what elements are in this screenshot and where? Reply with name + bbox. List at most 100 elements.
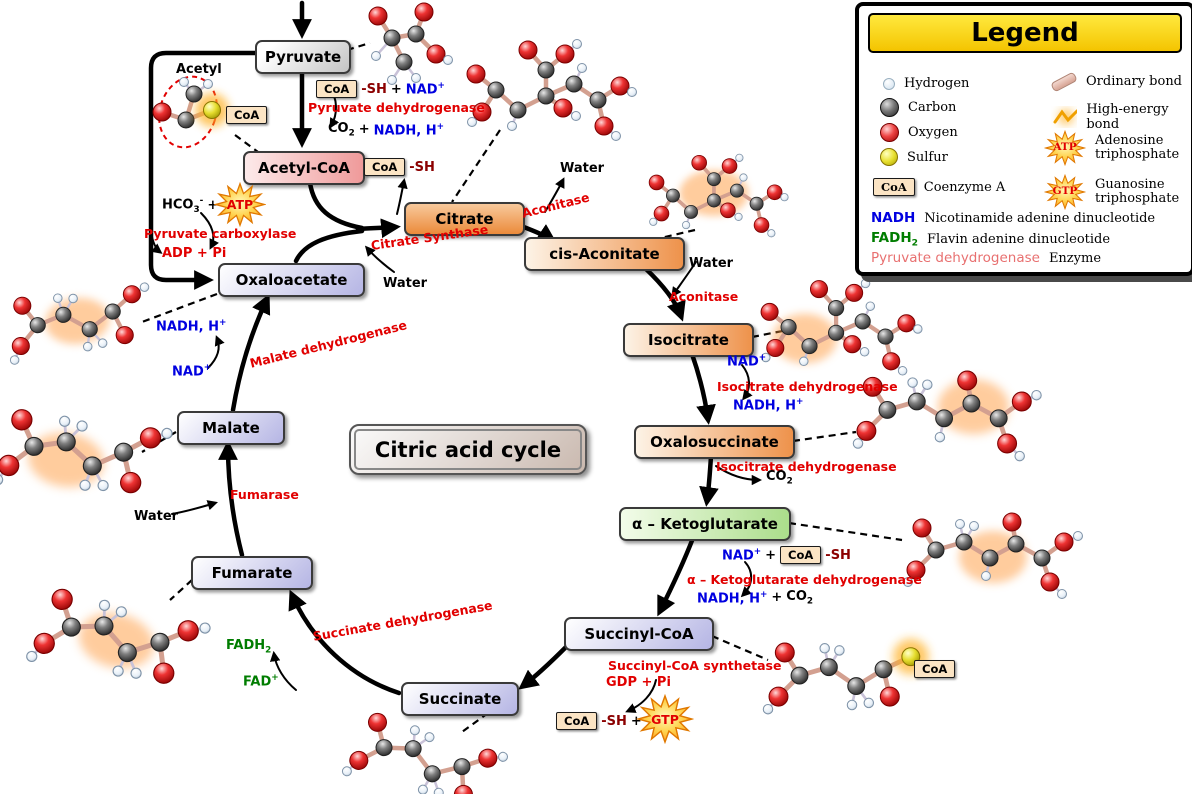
arrow-water-fumarase [171, 500, 218, 515]
legend-coa: CoA Coenzyme A [873, 178, 1005, 196]
molecule-citrate [466, 39, 637, 141]
metabolite-fumarate: Fumarate [191, 556, 313, 590]
metabolite-cis-aconitate: cis-Aconitate [524, 237, 685, 271]
legend-carbon: Carbon [880, 98, 956, 117]
ordinary-bond-icon [1050, 70, 1078, 93]
cofactor-fad: FAD+ [243, 673, 279, 690]
arrow-oxalosuccinate-ketoglutarate [699, 453, 719, 507]
molecule-malate [0, 409, 173, 494]
molecule-fumarate [26, 588, 211, 684]
molecule-succinyl-coa [762, 638, 929, 715]
hydrogen-atom-icon [883, 77, 895, 90]
legend-ordinary-bond: Ordinary bond [1050, 70, 1182, 93]
arrow-water-in-aconitase [671, 261, 697, 298]
molecule-succinate [341, 712, 509, 794]
cofactor-nad-malate: NAD+ [172, 363, 212, 380]
arrow-cisaconitate-isocitrate [642, 265, 686, 322]
arrow-carboxylase-cofactors [200, 212, 219, 250]
arrow-succinylcoa-succinate [518, 644, 569, 690]
gtp-burst-icon: GTP [1044, 174, 1086, 210]
legend-panel: Legend Hydrogen Carbon Oxygen Sulfur CoA… [855, 2, 1192, 276]
cofactor-co2-nadh: CO2 + NADH, H+ [328, 121, 445, 139]
metabolite-citrate: Citrate [404, 202, 525, 236]
legend-fadh2: FADH2 Flavin adenine dinucleotide [871, 230, 1111, 249]
arrow-fad-fadh2 [269, 650, 297, 691]
legend-oxygen: Oxygen [880, 123, 958, 142]
cofactor-fadh2: FADH2 [226, 638, 272, 656]
metabolite-isocitrate: Isocitrate [623, 323, 754, 357]
molecule-pyruvate [368, 2, 453, 85]
molecule-oxaloacetate [9, 282, 150, 365]
cofactor-nad-coa-sh: NAD+ + CoA-SH [722, 546, 851, 564]
cofactor-gdp-pi: GDP + Pi [606, 675, 671, 690]
cofactor-coa-sh-acetyl: CoA-SH [364, 158, 435, 176]
water-label-fumarase: Water [134, 509, 179, 524]
legend-sulfur: Sulfur [880, 148, 948, 166]
legend-hydrogen: Hydrogen [883, 76, 969, 91]
carbon-atom-icon [880, 98, 899, 117]
metabolite-pyruvate: Pyruvate [255, 40, 351, 74]
coa-chip-icon: CoA [873, 178, 915, 196]
enzyme-isocitrate-dehydrogenase-2: Isocitrate dehydrogenase [716, 459, 897, 474]
arrow-water-citrate-synthase [364, 245, 395, 273]
legend-high-energy-bond: High-energy bond [1051, 102, 1191, 132]
water-label-aconitase-in: Water [689, 256, 734, 271]
arrow-kgdh-cofactors [740, 561, 753, 598]
cofactor-coa-sh-gtp: CoA-SH + [556, 712, 642, 730]
legend-nadh: NADH Nicotinamide adenine dinucleotide [871, 210, 1156, 226]
arrow-coa-release [396, 177, 408, 215]
gtp-burst: GTP [636, 694, 694, 744]
metabolite-alpha-ketoglutarate: α – Ketoglutarate [619, 507, 791, 541]
coa-chip-succinylcoa-molecule: CoA [914, 660, 956, 678]
arrow-into-citrate [355, 218, 401, 239]
cofactor-nadh-isocitrate: NADH, H+ [733, 397, 804, 414]
enzyme-succinyl-coa-synthetase: Succinyl-CoA synthetase [608, 658, 782, 673]
arrow-fumarate-malate [218, 440, 245, 558]
arrow-gdp-gtp [625, 679, 657, 713]
legend-enzyme: Pyruvate dehydrogenase Enzyme [871, 250, 1102, 266]
metabolite-oxalosuccinate: Oxalosuccinate [634, 425, 795, 459]
cofactor-co2-idh: CO2 [766, 469, 793, 487]
enzyme-pyruvate-dehydrogenase: Pyruvate dehydrogenase [308, 100, 485, 115]
cofactor-hco3-atp: HCO3- + [162, 196, 219, 215]
arrow-mdh-cofactors [207, 335, 225, 369]
sulfur-atom-icon [880, 148, 898, 166]
molecule-alpha-ketoglutarate [903, 512, 1083, 599]
metabolite-malate: Malate [177, 411, 285, 445]
high-energy-bond-icon [1053, 109, 1078, 125]
arrow-pyruvate-carboxylase-path [148, 50, 259, 290]
arrow-succinate-fumarate [288, 589, 402, 696]
molecule-cis-aconitate [648, 153, 789, 238]
arrow-acetylcoa-feed [307, 180, 365, 231]
arrow-ketoglutarate-succinylcoa [657, 535, 696, 617]
legend-title: Legend [868, 13, 1182, 53]
enzyme-aconitase-2: Aconitase [669, 289, 739, 304]
legend-gtp: GTP Guanosine triphosphate [1044, 174, 1181, 210]
oxygen-atom-icon [880, 123, 899, 142]
atp-burst: ATP [214, 182, 266, 227]
enzyme-isocitrate-dehydrogenase-1: Isocitrate dehydrogenase [717, 379, 898, 394]
water-label-aconitase-out: Water [560, 161, 605, 176]
atp-burst-icon: ATP [1044, 130, 1086, 166]
cofactor-arrows-layer [150, 85, 763, 713]
metabolite-succinate: Succinate [401, 682, 519, 716]
arrow-idh-cofactors [741, 364, 753, 401]
enzyme-ketoglutarate-dehydrogenase: α – Ketoglutarate dehydrogenase [687, 572, 922, 587]
cofactor-nad-isocitrate: NAD+ [727, 353, 767, 370]
coa-chip: CoA [780, 546, 822, 564]
coa-chip-acetyl-molecule: CoA [226, 106, 268, 124]
metabolite-acetyl-coa: Acetyl-CoA [243, 151, 365, 185]
molecule-oxalosuccinate [852, 370, 1042, 462]
cofactor-nadh-co2: NADH, H+ + CO2 [697, 589, 814, 607]
enzyme-fumarase: Fumarase [230, 487, 299, 502]
acetyl-label: Acetyl [176, 62, 222, 77]
cofactor-nadh-malate: NADH, H+ [156, 318, 227, 335]
cofactor-coa-sh-nad: CoA-SH + NAD+ [316, 80, 445, 98]
arrow-adp-pi [150, 229, 163, 254]
coa-chip: CoA [316, 80, 358, 98]
legend-atp: ATP Adenosine triphosphate [1044, 130, 1181, 166]
metabolite-oxaloacetate: Oxaloacetate [218, 263, 365, 297]
arrow-water-out-aconitase [544, 177, 565, 213]
